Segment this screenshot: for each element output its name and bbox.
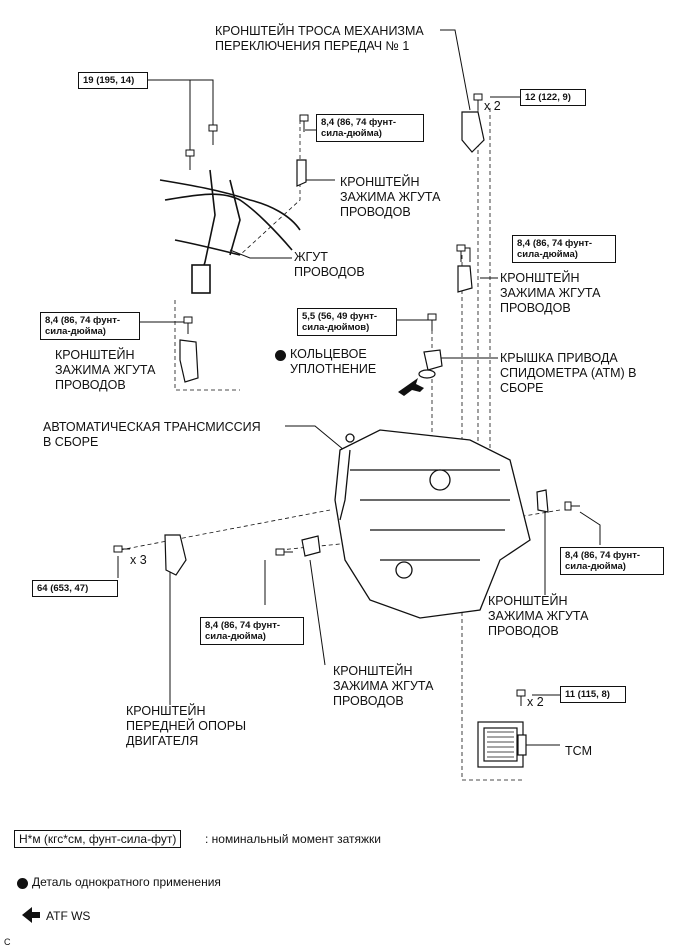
torque-box-5-5: 5,5 (56, 49 фунт- сила-дюймов) [297,308,397,336]
bolt-icon [456,244,466,262]
clamp-bracket-top-shape [296,159,307,187]
bolt-icon [183,316,193,334]
wire-harness-shape [159,169,301,294]
tcm-shape [477,721,527,768]
label-o-ring: КОЛЬЦЕВОЕ УПЛОТНЕНИЕ [290,347,377,376]
label-transmission: АВТОМАТИЧЕСКАЯ ТРАНСМИССИЯ В СБОРЕ [43,420,261,449]
leader-transmission [285,425,351,456]
label-clamp-bracket-bottom: КРОНШТЕЙН ЗАЖИМА ЖГУТА ПРОВОДОВ [333,664,434,708]
clamp-bracket-left-shape [179,339,199,383]
torque-box-8-4-mid: 8,4 (86, 74 фунт- сила-дюйма) [512,235,616,263]
label-shift-cable-bracket: КРОНШТЕЙН ТРОСА МЕХАНИЗМА ПЕРЕКЛЮЧЕНИЯ П… [215,24,424,53]
label-clamp-bracket-top: КРОНШТЕЙН ЗАЖИМА ЖГУТА ПРОВОДОВ [340,175,441,219]
transmission-assembly-shape [334,429,531,619]
corner-mark: C [4,937,11,947]
bolt-icon [516,689,526,706]
dashed-guide-bottom [279,539,381,551]
legend-torque-unit: Н*м (кгс*см, фунт-сила-фут) [14,830,182,848]
label-clamp-bracket-right: КРОНШТЕЙН ЗАЖИМА ЖГУТА ПРОВОДОВ [488,594,589,638]
o-ring-shape [418,369,436,379]
atf-legend-icon [22,907,40,923]
leader-wire-harness [229,249,292,259]
non-reusable-diagram-icon [275,350,286,361]
multiplier-x3: x 3 [130,553,147,567]
leader-shift-cable-bracket [440,29,471,111]
dashed-guide-tcm [461,255,525,781]
leader-bracket-bottom [309,559,326,666]
clamp-bracket-right-shape [536,489,549,513]
dashed-guide-cable [477,108,491,500]
multiplier-x2-top: x 2 [484,99,501,113]
bolt-icon [564,501,580,511]
dashed-guide-left [174,300,240,391]
engine-mount-bracket-shape [164,534,187,576]
torque-box-8-4-top: 8,4 (86, 74 фунт- сила-дюйма) [316,114,424,142]
label-clamp-bracket-mid: КРОНШТЕЙН ЗАЖИМА ЖГУТА ПРОВОДОВ [500,271,601,315]
legend-torque-desc: : номинальный момент затяжки [205,832,381,846]
clamp-bracket-mid-shape [457,265,473,293]
bolt-icon [427,313,437,331]
torque-box-11: 11 (115, 8) [560,686,626,703]
torque-box-8-4-bottom: 8,4 (86, 74 фунт- сила-дюйма) [200,617,304,645]
bolt-icon [185,149,195,170]
label-engine-mount-bracket: КРОНШТЕЙН ПЕРЕДНЕЙ ОПОРЫ ДВИГАТЕЛЯ [126,704,247,748]
label-clamp-bracket-left: КРОНШТЕЙН ЗАЖИМА ЖГУТА ПРОВОДОВ [55,348,156,392]
label-speedometer-cover: КРЫШКА ПРИВОДА СПИДОМЕТРА (ATM) В СБОРЕ [500,351,637,395]
clamp-bracket-bottom-shape [301,535,321,557]
speedometer-cover-shape [423,349,443,371]
label-tcm: TCM [565,744,593,758]
bolt-icon [275,548,293,556]
bolt-icon [299,114,309,132]
label-wire-harness: ЖГУТ ПРОВОДОВ [294,250,365,279]
bolt-icon [473,93,483,110]
multiplier-x2-bottom: x 2 [527,695,544,709]
dashed-guide-mount [119,509,331,551]
torque-box-12: 12 (122, 9) [520,89,586,106]
torque-box-19: 19 (195, 14) [78,72,148,89]
non-reusable-legend-icon [17,878,28,889]
atf-arrow-diagram-icon [398,378,424,396]
dashed-guide-top [239,120,301,256]
leader-torque-19 [148,79,214,150]
bolt-icon [113,545,130,553]
torque-box-64: 64 (653, 47) [32,580,118,597]
shift-cable-bracket-shape [461,111,485,153]
legend-non-reusable: Деталь однократного применения [32,875,221,889]
legend-atf: ATF WS [46,909,91,923]
torque-box-8-4-left: 8,4 (86, 74 фунт- сила-дюйма) [40,312,140,340]
torque-box-8-4-right: 8,4 (86, 74 фунт- сила-дюйма) [560,547,664,575]
bolt-icon [208,124,218,145]
leader-torque-8-4-right [579,511,601,545]
